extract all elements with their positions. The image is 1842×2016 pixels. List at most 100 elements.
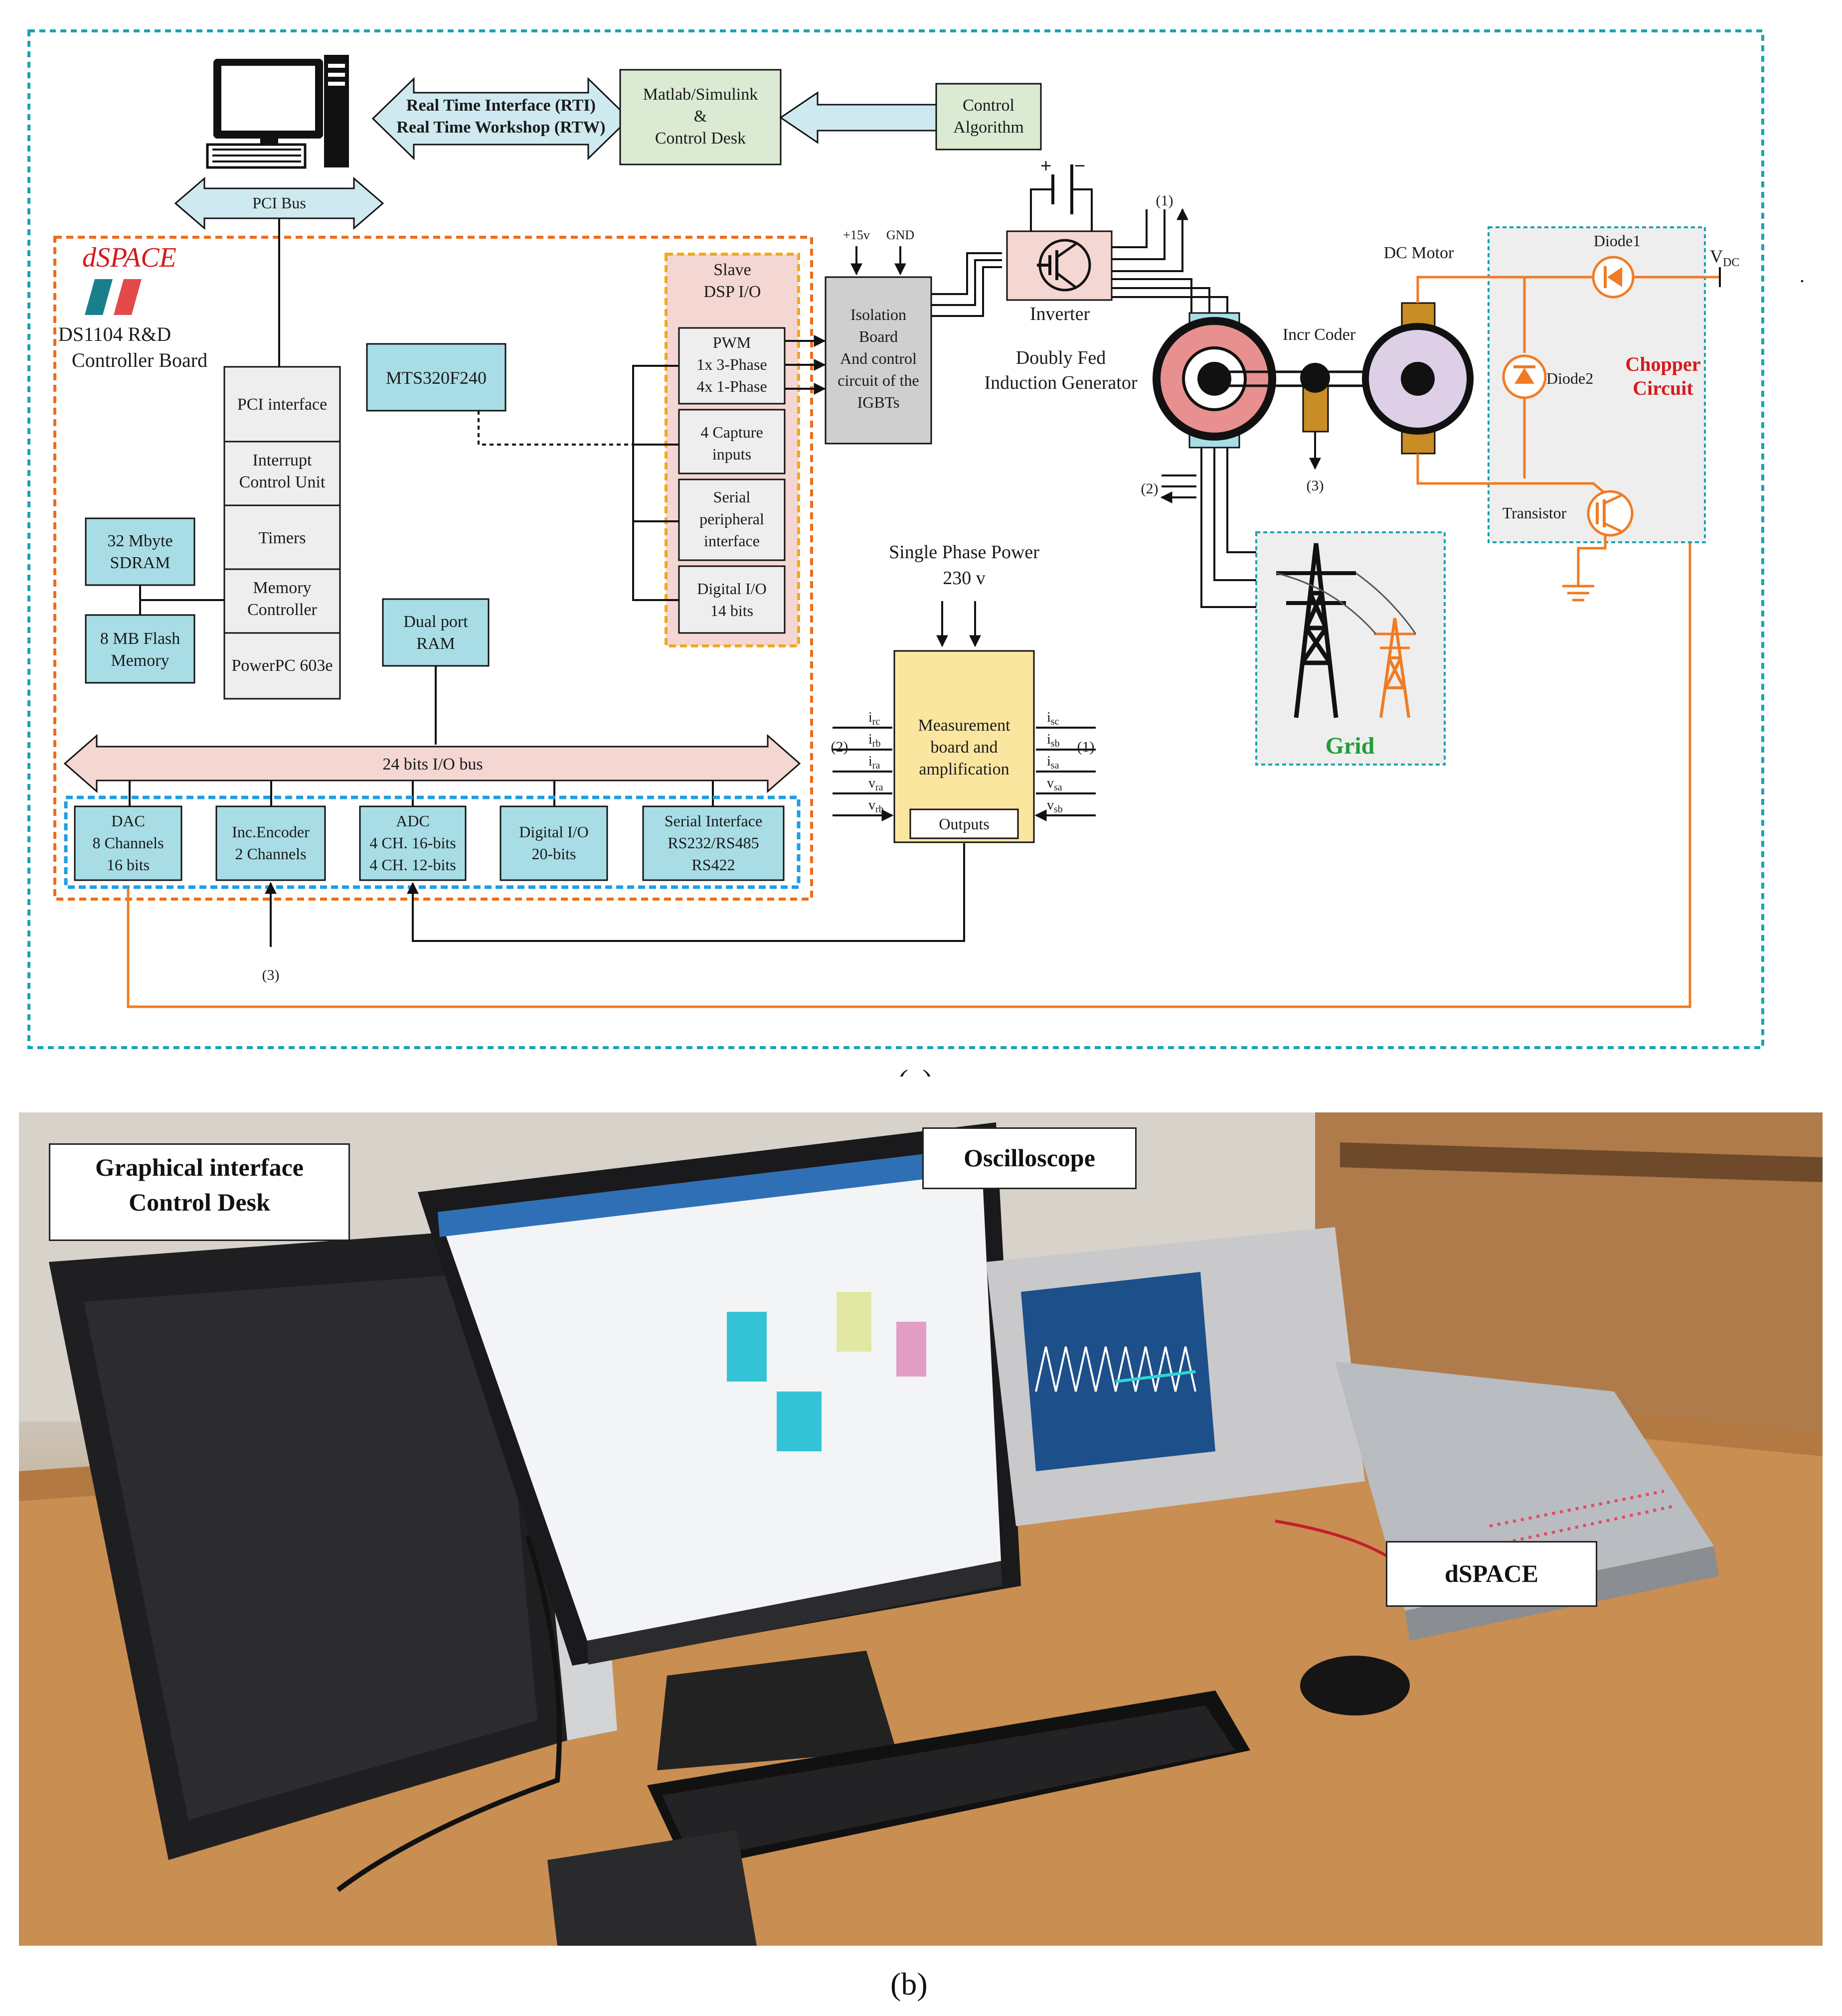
dual-port-line2: RAM (416, 634, 455, 653)
dac-line2: 8 Channels (92, 834, 164, 852)
label-oscilloscope: Oscilloscope (922, 1127, 1137, 1189)
adc-box (359, 805, 467, 881)
block-diagram: PCI Bus Real Time Interface (RTI) Real T… (27, 29, 1805, 1077)
transistor-symbol (1587, 490, 1634, 537)
meas-left-marker: (2) (831, 739, 848, 755)
dac-line1: DAC (111, 812, 145, 830)
coder-marker: (3) (1307, 477, 1324, 494)
flash-line1: 8 MB Flash (100, 629, 180, 648)
ground-icon (1562, 585, 1594, 602)
digital-io-box (500, 805, 608, 881)
inverter-label: Inverter (1030, 304, 1090, 324)
board-title-line1: DS1104 R&D (58, 323, 171, 345)
board-title-line2: Controller Board (72, 349, 207, 371)
slave-dio-line2: 14 bits (710, 602, 753, 620)
dc-motor-label: DC Motor (1384, 244, 1454, 262)
pwm-line2: 1x 3-Phase (696, 355, 767, 373)
pci-bus-label: PCI Bus (252, 194, 306, 212)
mouse-image (1300, 1656, 1410, 1715)
dfig-line2: Induction Generator (984, 372, 1137, 393)
matlab-line1: Matlab/Simulink (643, 85, 758, 104)
dfig-machine (1153, 312, 1276, 449)
meas-left-label-vrb: vrb (868, 797, 884, 815)
dc-link-minus: − (1074, 155, 1086, 177)
grid-label: Grid (1326, 733, 1375, 759)
encoder-box (215, 805, 326, 881)
serial-interface-box (642, 805, 785, 881)
mts320f240-box (366, 343, 506, 412)
powerpc-label: PowerPC 603e (231, 656, 333, 675)
serial-interface-line1: Serial Interface (665, 812, 762, 830)
serial-peripheral-line2: peripheral (699, 510, 764, 528)
lab-setup-photo: Graphical interface Control Desk Oscillo… (19, 1112, 1823, 1946)
adc-line3: 4 CH. 12-bits (369, 856, 456, 874)
dc-motor (1362, 302, 1474, 455)
isolation-line4: circuit of the (837, 371, 919, 389)
meas-left-label-irc: irc (868, 710, 880, 727)
encoder-marker: (3) (262, 967, 280, 983)
matlab-line3: Control Desk (655, 129, 746, 148)
measurement-line2: board and (930, 738, 998, 757)
isolation-line2: Board (859, 327, 898, 345)
measurement-line3: amplification (919, 760, 1009, 778)
slave-dio-line1: Digital I/O (697, 580, 767, 598)
encoder-line1: Inc.Encoder (232, 823, 310, 841)
meas-left-label-vra: vra (868, 775, 883, 793)
sdram-line1: 32 Mbyte (107, 532, 172, 550)
dual-port-ram-box (382, 598, 490, 667)
outputs-label: Outputs (939, 815, 989, 833)
isolation-line1: Isolation (850, 306, 906, 323)
panel-b-caption: (b) (890, 1966, 928, 2002)
transmission-tower-icon (1276, 543, 1356, 718)
diode2-label: Diode2 (1546, 369, 1593, 387)
pwm-line3: 4x 1-Phase (696, 377, 767, 395)
computer-icon (206, 55, 349, 169)
slave-title-line2: DSP I/O (704, 283, 761, 301)
rti-label: Real Time Interface (RTI) (406, 96, 596, 115)
capture-line2: inputs (712, 445, 751, 463)
digital-io-line1: Digital I/O (519, 823, 589, 841)
dspace-logo: dSPACE (82, 242, 176, 273)
pci-interface-label: PCI interface (237, 395, 327, 414)
photo-scene (19, 1112, 1823, 1946)
isolation-line3: And control (840, 349, 917, 367)
meas-right-marker: (1) (1077, 739, 1095, 755)
control-algorithm-box (935, 83, 1042, 151)
monitor-image (418, 1122, 1021, 1770)
meas-right-label-isa: isa (1047, 754, 1059, 771)
serial-peripheral-line1: Serial (713, 488, 751, 506)
diode1-symbol (1592, 256, 1635, 299)
pwm-line1: PWM (713, 333, 751, 351)
grid-frame (1255, 531, 1446, 766)
peripherals-frame (64, 795, 801, 889)
icu-line1: Interrupt (253, 451, 313, 469)
io-bus-arrow (63, 734, 801, 793)
dspace-board-frame (53, 236, 813, 901)
label-dspace: dSPACE (1386, 1541, 1597, 1607)
svg-text:.: . (1800, 264, 1805, 287)
flash-line2: Memory (111, 651, 169, 670)
dfig-line1: Doubly Fed (1016, 347, 1106, 368)
flash-box (85, 614, 195, 684)
dspace-logo-mark (85, 279, 142, 315)
timers-label: Timers (258, 529, 306, 547)
serial-interface-line3: RS422 (691, 856, 735, 874)
v15-label: +15v (843, 228, 870, 242)
outputs-box (909, 808, 1019, 839)
control-algorithm-line1: Control (963, 96, 1014, 115)
meas-left-label-ira: ira (868, 754, 880, 771)
chopper-title-line2: Circuit (1633, 377, 1693, 399)
chopper-title-line1: Chopper (1625, 353, 1700, 375)
hard-drive-image (547, 1830, 757, 1946)
io-bus-label: 24 bits I/O bus (382, 755, 483, 774)
matlab-line2: & (694, 107, 707, 126)
measurement-line1: Measurement (918, 716, 1010, 735)
dual-port-line1: Dual port (403, 613, 468, 631)
label-graphical-interface: Graphical interface Control Desk (49, 1143, 350, 1241)
rotor-marker: (1) (1156, 192, 1173, 209)
adc-line1: ADC (396, 812, 430, 830)
sdram-box (85, 517, 195, 586)
memory-controller-line2: Controller (247, 601, 317, 619)
dc-link-plus: + (1040, 155, 1052, 177)
